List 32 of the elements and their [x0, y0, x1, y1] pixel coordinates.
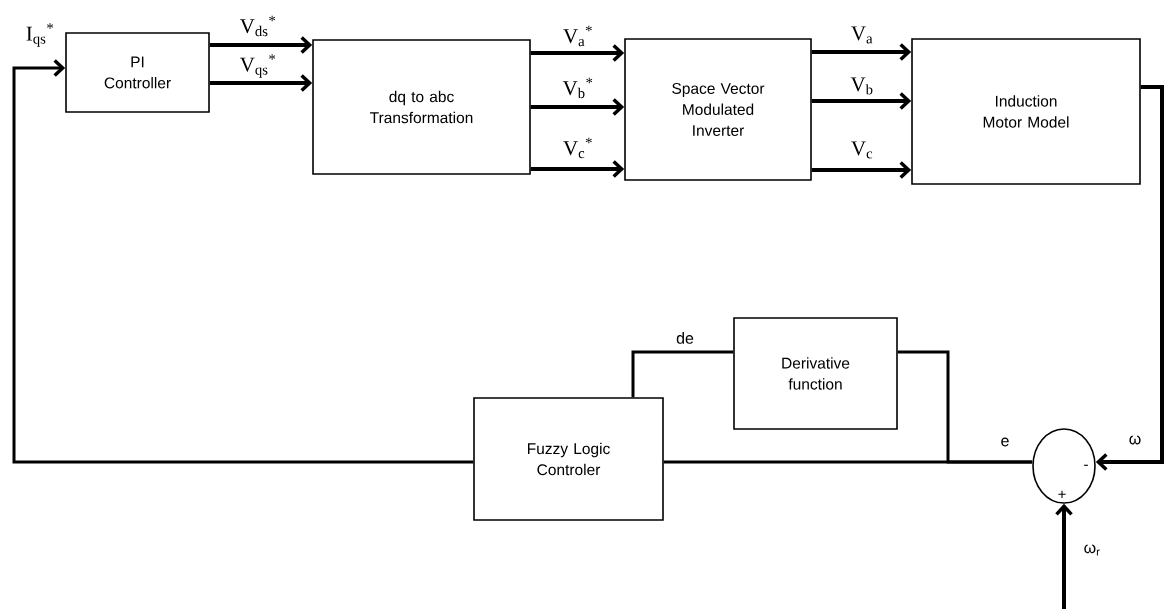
process-box: Derivative function [733, 317, 898, 430]
edge-label: V$_{c}$* [563, 137, 592, 159]
process-box: Space Vector Modulated Inverter [624, 38, 812, 181]
edge-label: V$_{ds}$* [239, 15, 276, 37]
arrow [530, 98, 625, 116]
arrow [811, 92, 912, 110]
edge-label: de [676, 332, 694, 344]
connector-line [631, 350, 734, 398]
edge-label: I$_{qs}$* [26, 23, 53, 47]
edge-label: ω$_{r}$ [1084, 544, 1100, 556]
edge-label: V$_{qs}$* [239, 54, 276, 78]
edge-label: ω [1129, 435, 1141, 445]
arrow [1055, 503, 1073, 609]
process-box: PI Controller [65, 32, 210, 113]
edge-label: V$_{a}$* [563, 25, 592, 47]
process-box: Induction Motor Model [911, 38, 1141, 185]
arrow [811, 161, 912, 179]
process-box: Fuzzy Logic Controler [473, 397, 664, 521]
arrow [209, 74, 313, 92]
edge-label: V$_{b}$* [562, 77, 593, 99]
arrow [530, 44, 625, 62]
process-box: dq to abc Transformation [312, 39, 531, 175]
arrow [1095, 85, 1164, 471]
arrow [530, 160, 625, 178]
connector-line [897, 350, 1033, 464]
edge-label: V$_{b}$ [850, 77, 873, 95]
arrow [209, 36, 313, 54]
edge-label: V$_{c}$ [851, 141, 873, 159]
edge-label: V$_{a}$ [851, 26, 873, 44]
edge-label: e [1001, 437, 1009, 447]
arrow [12, 59, 474, 464]
arrow [811, 43, 912, 61]
